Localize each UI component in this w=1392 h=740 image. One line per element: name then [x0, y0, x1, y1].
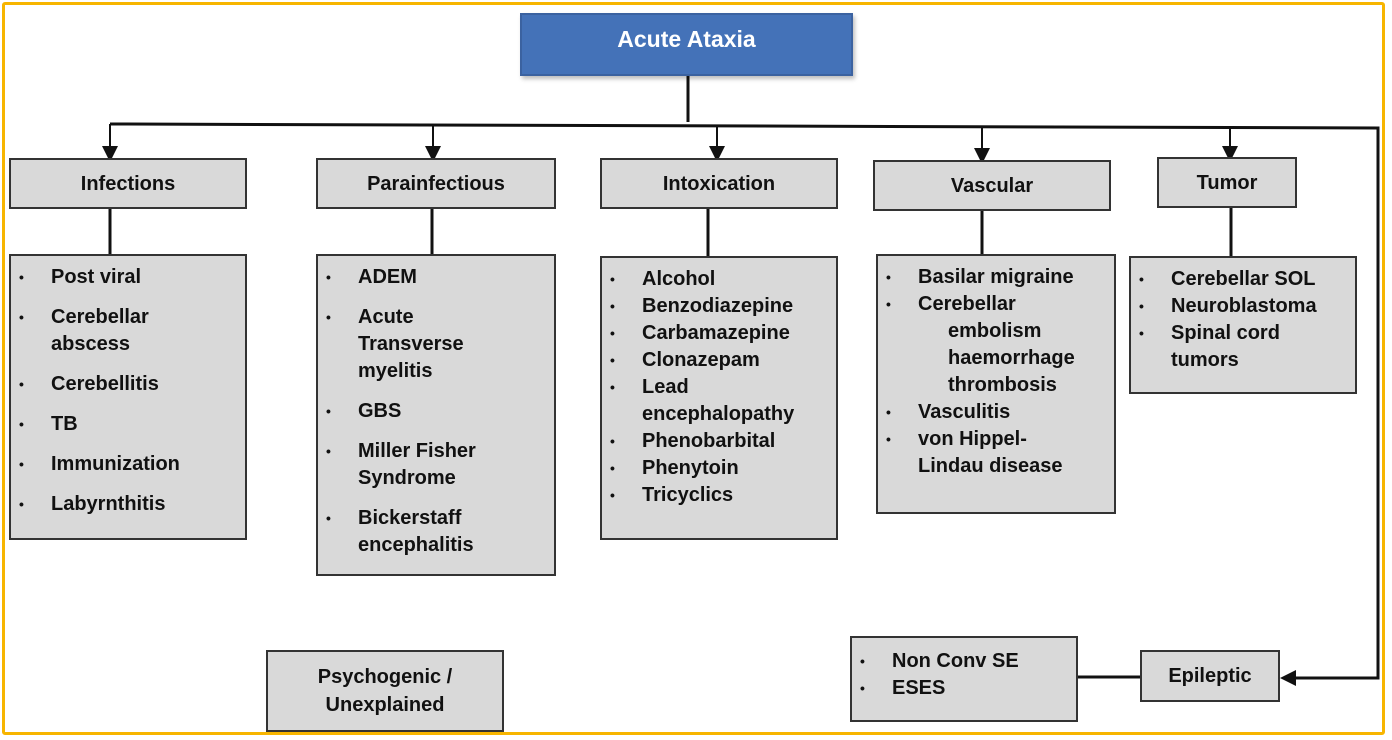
item-text: Phenobarbital [642, 430, 776, 452]
sub-item-text: embolism [948, 320, 1042, 342]
list-intoxication: Alcohol Benzodiazepine Carbamazepine Clo… [600, 256, 838, 540]
item-text: Post viral [51, 266, 142, 288]
list-item: Cerebellar abscess [17, 304, 239, 358]
category-epileptic: Epileptic [1140, 650, 1280, 702]
list-item: TB [17, 411, 239, 438]
item-text: ESES [892, 677, 946, 699]
list-infections: Post viral Cerebellar abscess Cerebellit… [9, 254, 247, 540]
list-item: Immunization [17, 451, 239, 478]
sub-item-text: haemorrhage [948, 347, 1075, 369]
sub-item-text: thrombosis [948, 374, 1057, 396]
item-text: Cerebellitis [51, 373, 159, 395]
list-item: Cerebellitis [17, 371, 239, 398]
item-text: Immunization [51, 453, 180, 475]
item-text: Phenytoin [642, 457, 739, 479]
category-parainfectious: Parainfectious [316, 158, 556, 209]
list-item: Benzodiazepine [608, 293, 830, 320]
item-text: Cerebellar abscess [51, 306, 149, 355]
category-intoxication: Intoxication [600, 158, 838, 209]
item-text: Clonazepam [642, 349, 760, 371]
item-text: TB [51, 413, 78, 435]
list-item: Phenytoin [608, 455, 830, 482]
item-text: ADEM [358, 266, 417, 288]
list-item: Lead encephalopathy [608, 374, 830, 428]
item-text: Labyrnthitis [51, 493, 166, 515]
list-epileptic: Non Conv SE ESES [850, 636, 1078, 722]
list-item: Vasculitis [884, 399, 1108, 426]
item-text: Vasculitis [918, 401, 1011, 423]
list-item: Bickerstaff encephalitis [324, 505, 548, 559]
list-item: Clonazepam [608, 347, 830, 374]
list-item: Cerebellar SOL [1137, 266, 1349, 293]
list-item: ADEM [324, 264, 548, 291]
item-text: Miller Fisher Syndrome [358, 440, 476, 489]
list-item: Post viral [17, 264, 239, 291]
list-item: Alcohol [608, 266, 830, 293]
item-text: Tricyclics [642, 484, 734, 506]
item-text: GBS [358, 400, 402, 422]
list-item: GBS [324, 398, 548, 425]
item-text: Neuroblastoma [1171, 295, 1317, 317]
list-tumor: Cerebellar SOL Neuroblastoma Spinal cord… [1129, 256, 1357, 394]
item-text: Lead encephalopathy [642, 376, 795, 425]
list-item: Spinal cord tumors [1137, 320, 1349, 374]
list-item: Basilar migraine [884, 264, 1108, 291]
item-text: Alcohol [642, 268, 716, 290]
category-vascular: Vascular [873, 160, 1111, 211]
list-item: Cerebellar embolism haemorrhage thrombos… [884, 291, 1108, 399]
item-text: von Hippel-Lindau disease [918, 428, 1063, 477]
category-tumor: Tumor [1157, 157, 1297, 208]
item-text: Bickerstaff encephalitis [358, 507, 474, 556]
item-text: Basilar migraine [918, 266, 1074, 288]
item-text: Cerebellar [918, 293, 1016, 315]
standalone-psychogenic: Psychogenic / Unexplained [266, 650, 504, 732]
item-text: Carbamazepine [642, 322, 790, 344]
item-text: Acute Transverse myelitis [358, 306, 464, 382]
list-item: Neuroblastoma [1137, 293, 1349, 320]
item-text: Benzodiazepine [642, 295, 794, 317]
trunk-line [109, 122, 1380, 680]
category-infections: Infections [9, 158, 247, 209]
list-vascular: Basilar migraine Cerebellar embolism hae… [876, 254, 1116, 514]
list-item: Phenobarbital [608, 428, 830, 455]
list-item: Non Conv SE [858, 648, 1070, 675]
list-item: Labyrnthitis [17, 491, 239, 518]
list-item: von Hippel-Lindau disease [884, 426, 1108, 480]
list-item: Tricyclics [608, 482, 830, 509]
standalone-label: Psychogenic / Unexplained [317, 666, 453, 716]
list-item: ESES [858, 675, 1070, 702]
list-item: Carbamazepine [608, 320, 830, 347]
item-text: Cerebellar SOL [1171, 268, 1316, 290]
list-item: Acute Transverse myelitis [324, 304, 548, 385]
item-text: Non Conv SE [892, 650, 1019, 672]
root-node: Acute Ataxia [520, 13, 853, 76]
item-text: Spinal cord tumors [1171, 322, 1280, 371]
list-item: Miller Fisher Syndrome [324, 438, 548, 492]
list-parainfectious: ADEM Acute Transverse myelitis GBS Mille… [316, 254, 556, 576]
